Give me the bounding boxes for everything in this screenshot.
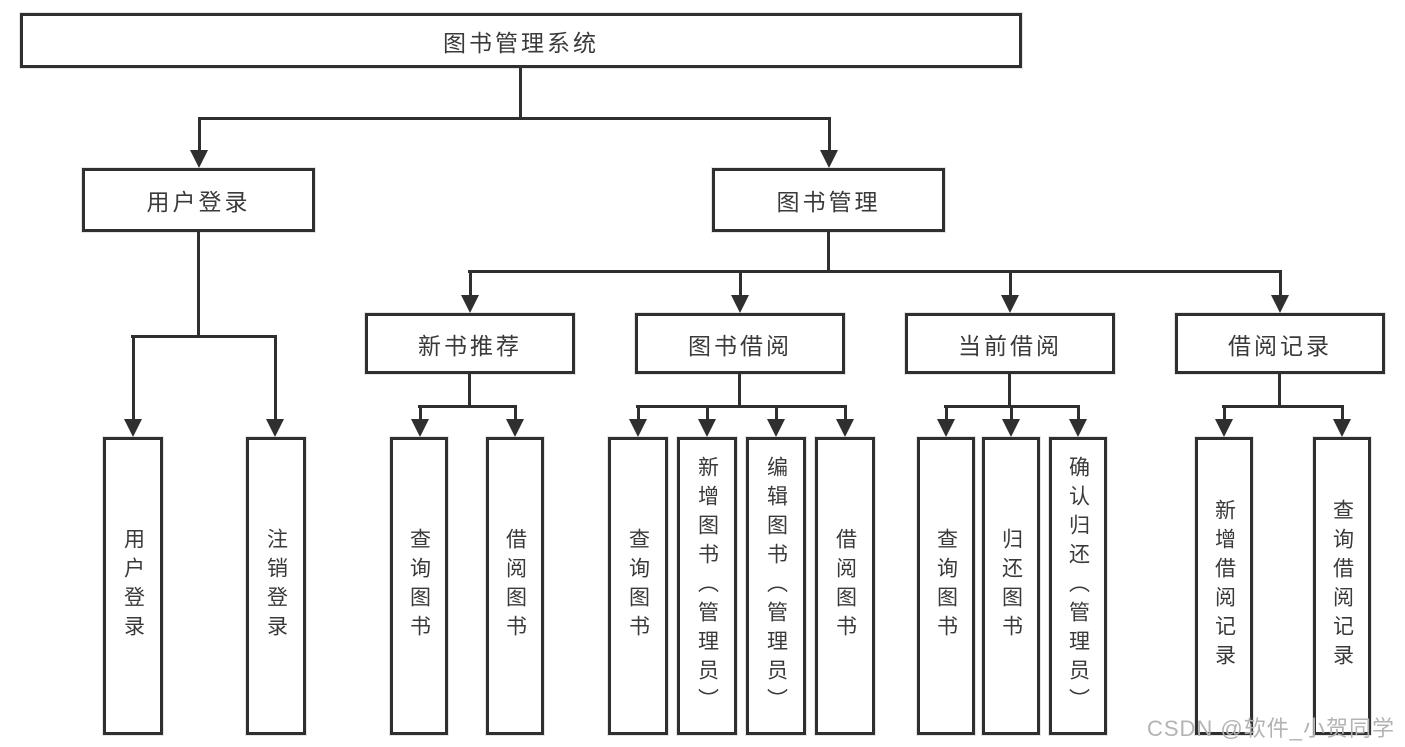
leaf-current-query-book: 查询图书 [917, 437, 975, 735]
connector-records-stem [1278, 374, 1281, 407]
connector-root-stem [519, 68, 522, 119]
arrow-current-confirm [1069, 408, 1087, 437]
arrow-to-current-borrow [1001, 273, 1019, 313]
node-borrow-records: 借阅记录 [1175, 313, 1385, 374]
csdn-watermark: CSDN @软件_小贺同学 [1146, 716, 1395, 741]
connector-user-login-horizontal [131, 335, 277, 338]
arrow-borrow-edit [767, 408, 785, 437]
leaf-recommend-query-book: 查询图书 [390, 437, 448, 735]
arrow-records-query [1333, 408, 1351, 437]
leaf-recommend-borrow-book: 借阅图书 [486, 437, 544, 735]
arrow-to-login-leaf [124, 338, 142, 437]
leaf-borrow-edit-book-admin: 编辑图书（管理员） [746, 437, 806, 735]
leaf-current-return-book: 归还图书 [982, 437, 1040, 735]
connector-recommend-horizontal [418, 405, 517, 408]
leaf-user-login: 用户登录 [103, 437, 163, 735]
leaf-borrow-add-book-admin: 新增图书（管理员） [677, 437, 737, 735]
arrow-to-book-management [820, 120, 838, 168]
connector-recommend-stem [468, 374, 471, 407]
leaf-borrow-query-book: 查询图书 [608, 437, 668, 735]
arrow-recommend-borrow [506, 408, 524, 437]
arrow-to-book-borrow [731, 273, 749, 313]
connector-level3-horizontal [468, 270, 1282, 273]
connector-current-horizontal [944, 405, 1080, 408]
leaf-logout: 注销登录 [246, 437, 306, 735]
arrow-to-user-login [190, 120, 208, 168]
arrow-to-new-book-recommend [461, 273, 479, 313]
connector-level2-horizontal [198, 117, 831, 120]
connector-borrow-stem [738, 374, 741, 407]
arrow-borrow-add [698, 408, 716, 437]
arrow-borrow-borrow [836, 408, 854, 437]
connector-book-mgmt-stem [827, 232, 830, 273]
node-book-management: 图书管理 [712, 168, 945, 232]
node-user-login: 用户登录 [82, 168, 315, 232]
arrow-recommend-query [411, 408, 429, 437]
node-new-book-recommend: 新书推荐 [365, 313, 575, 374]
arrow-to-logout-leaf [266, 338, 284, 437]
connector-user-login-stem [197, 232, 200, 338]
leaf-records-query-record: 查询借阅记录 [1313, 437, 1371, 735]
connector-records-horizontal [1222, 405, 1344, 408]
arrow-records-add [1215, 408, 1233, 437]
leaf-records-add-record: 新增借阅记录 [1195, 437, 1253, 735]
leaf-borrow-borrow-book: 借阅图书 [815, 437, 875, 735]
arrow-current-query [937, 408, 955, 437]
connector-borrow-horizontal [636, 405, 847, 408]
arrow-borrow-query [629, 408, 647, 437]
node-root-library-system: 图书管理系统 [20, 13, 1022, 68]
leaf-current-confirm-return-admin: 确认归还（管理员） [1049, 437, 1107, 735]
node-current-borrow: 当前借阅 [905, 313, 1115, 374]
arrow-current-return [1002, 408, 1020, 437]
connector-current-stem [1008, 374, 1011, 407]
arrow-to-borrow-records [1271, 273, 1289, 313]
node-book-borrow: 图书借阅 [635, 313, 845, 374]
